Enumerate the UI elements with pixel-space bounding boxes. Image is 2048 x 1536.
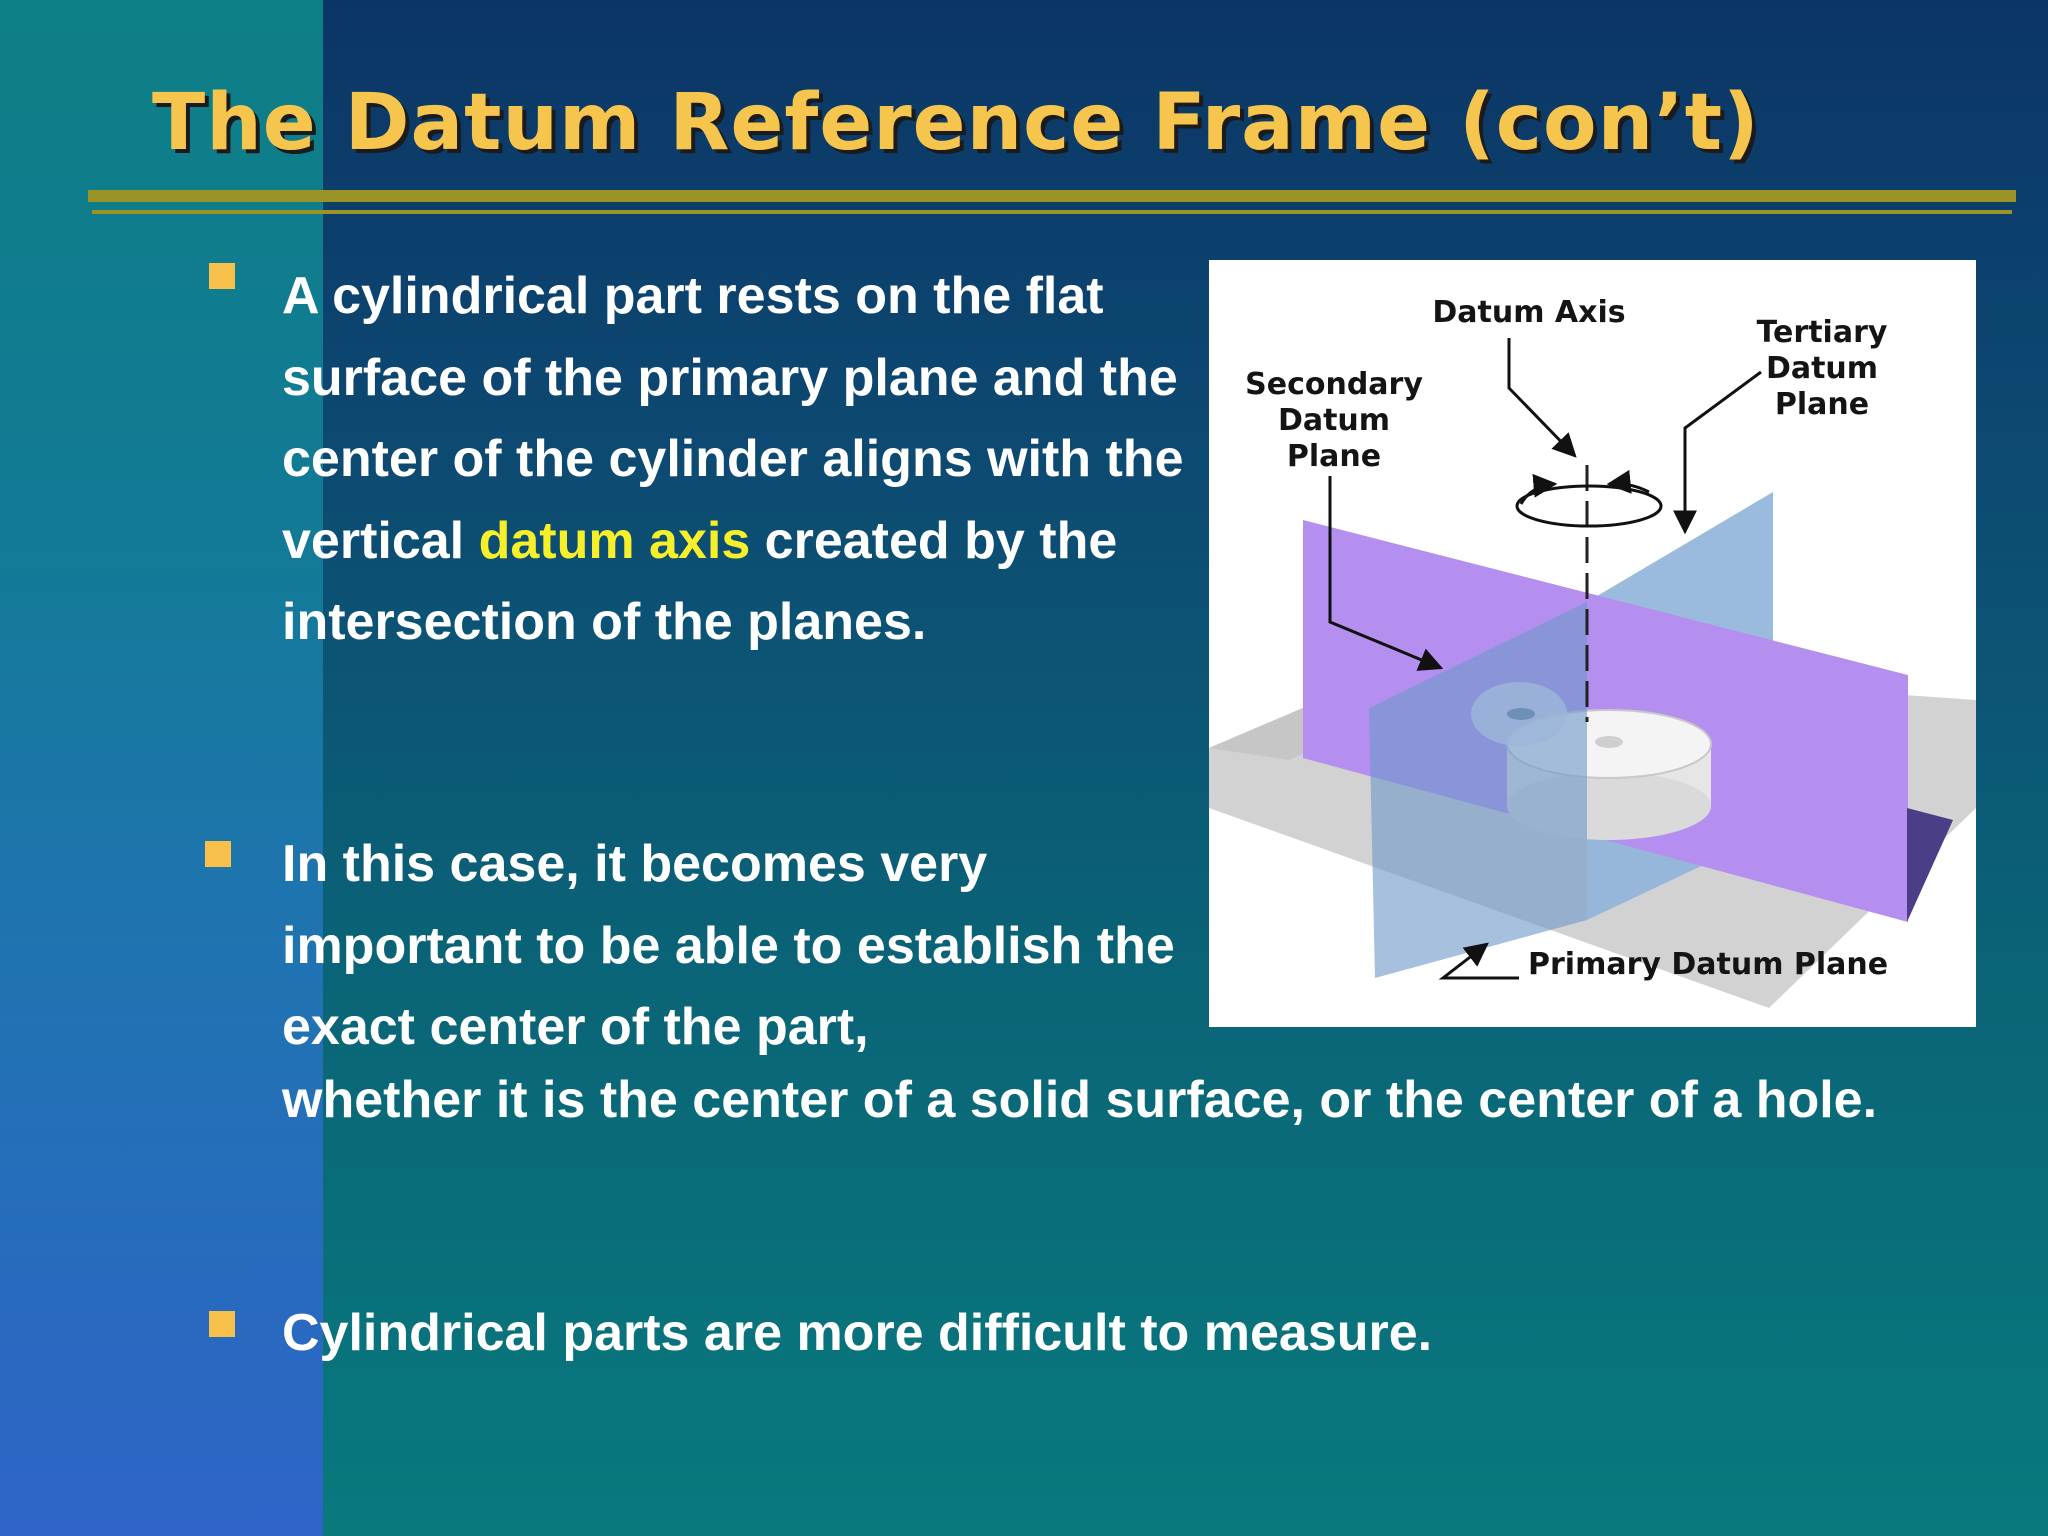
- rotation-ellipse: [1515, 484, 1663, 528]
- primary-datum-plane-label: Primary Datum Plane: [1528, 947, 1888, 982]
- rotation-arrow-left: [1519, 473, 1558, 505]
- left-gradient-band: [0, 0, 323, 1536]
- title-underline-thick: [88, 190, 2016, 202]
- datum-diagram: Datum Axis Tertiary Datum Plane Secondar…: [1209, 295, 1976, 1008]
- slide-title: The Datum Reference Frame (con’t): [152, 78, 1760, 168]
- tertiary-label-line-1: Tertiary: [1757, 315, 1888, 350]
- secondary-leader: [1328, 476, 1444, 671]
- bullet-text-1: A cylindrical part rests on the flat sur…: [282, 256, 1202, 664]
- bullet-marker-1: [209, 263, 235, 289]
- secondary-label-line-1: Secondary: [1245, 367, 1423, 402]
- title-underline-thin: [92, 210, 2012, 214]
- tertiary-label-line-2: Datum: [1766, 351, 1878, 386]
- bullet-1-lead: A cylindrical part rests on the flat sur…: [282, 267, 1184, 570]
- datum-axis-leader: [1507, 338, 1577, 458]
- bullet-text-3: Cylindrical parts are more difficult to …: [282, 1304, 1433, 1362]
- plane-shadow-right: [1907, 808, 1953, 922]
- datum-axis-highlight: datum axis: [478, 511, 751, 570]
- bullet-2-text: In this case, it becomes very important …: [282, 835, 1175, 1056]
- bullet-2-tail: whether it is the center of a solid surf…: [282, 1070, 1878, 1129]
- datum-axis-label: Datum Axis: [1432, 295, 1625, 330]
- rotation-arrow-right: [1606, 469, 1650, 494]
- bullet-marker-3: [209, 1311, 235, 1337]
- bullet-marker-2: [205, 841, 231, 867]
- hole-behind-plane: [1507, 708, 1535, 720]
- tertiary-label-line-3: Plane: [1775, 387, 1869, 422]
- datum-reference-frame-figure: Datum Axis Tertiary Datum Plane Secondar…: [1209, 260, 1976, 1027]
- secondary-label-line-2: Datum: [1278, 403, 1390, 438]
- bullet-1-trail: created by the intersection of the plane…: [282, 511, 1118, 652]
- bullet-text-2: In this case, it becomes very important …: [282, 824, 1922, 1133]
- center-hole: [1595, 736, 1623, 748]
- primary-leader: [1438, 942, 1519, 980]
- tertiary-leader: [1673, 370, 1762, 535]
- secondary-label-line-3: Plane: [1287, 439, 1381, 474]
